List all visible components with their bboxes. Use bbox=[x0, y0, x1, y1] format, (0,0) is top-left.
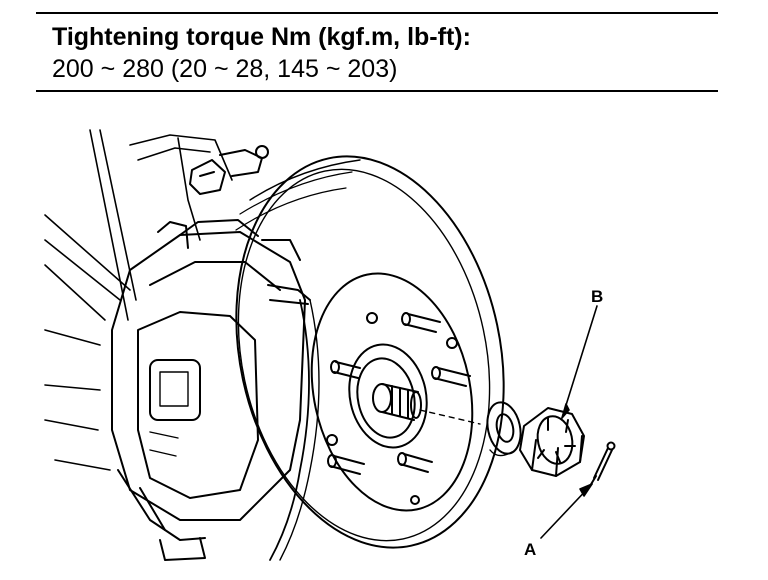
knuckle-bolt bbox=[189, 145, 269, 195]
wheel-studs bbox=[327, 312, 471, 475]
bottom-rule bbox=[36, 90, 718, 92]
torque-spec: Tightening torque Nm (kgf.m, lb-ft): 200… bbox=[52, 22, 712, 84]
brake-hose bbox=[269, 299, 320, 561]
torque-spec-value: 200 ~ 280 (20 ~ 28, 145 ~ 203) bbox=[52, 55, 398, 83]
callout-a-label: A bbox=[524, 540, 536, 559]
washer bbox=[486, 401, 522, 457]
torque-spec-title: Tightening torque Nm (kgf.m, lb-ft): bbox=[52, 23, 471, 51]
brake-disc bbox=[235, 155, 505, 549]
drive-shaft-end bbox=[372, 383, 481, 425]
split-pin bbox=[589, 441, 616, 487]
callout-b-label: B bbox=[591, 287, 603, 306]
castle-nut bbox=[519, 407, 585, 477]
brake-caliper bbox=[111, 219, 311, 561]
callout-leaders bbox=[540, 305, 598, 539]
top-rule bbox=[36, 12, 718, 14]
